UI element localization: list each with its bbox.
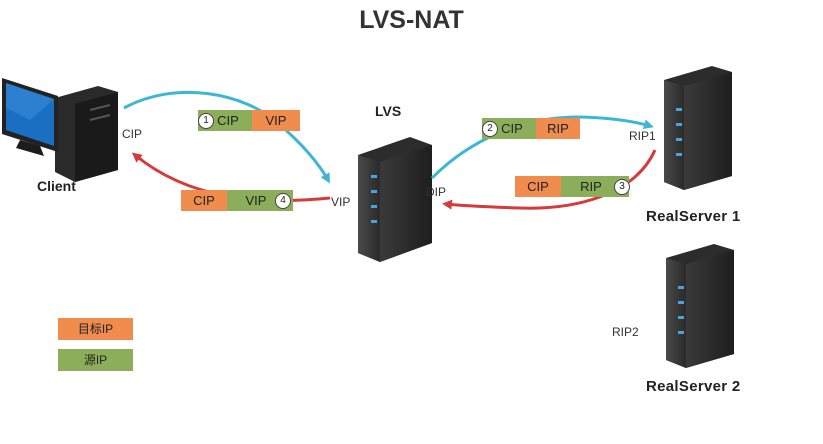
packet-destination-ip: VIP bbox=[252, 110, 300, 131]
packet-step-4: CIP VIP 4 bbox=[181, 190, 293, 211]
packet-step-1: 1 CIP VIP bbox=[198, 110, 300, 131]
cip-label: CIP bbox=[122, 127, 143, 141]
packet-source-ip: RIP bbox=[561, 176, 629, 197]
realserver-2-label: RealServer 2 bbox=[646, 378, 741, 395]
request-arrow-client-to-lvs bbox=[123, 90, 330, 184]
rip2-label: RIP2 bbox=[612, 325, 639, 339]
step-number-badge: 1 bbox=[198, 113, 214, 129]
client-computer-icon bbox=[2, 78, 118, 182]
diagram-title: LVS-NAT bbox=[359, 6, 464, 34]
packet-step-2: 2 CIP RIP bbox=[482, 118, 580, 139]
realserver-2-icon bbox=[666, 244, 734, 368]
step-number-badge: 2 bbox=[482, 121, 498, 137]
rip1-label: RIP1 bbox=[629, 129, 656, 143]
step-number-badge: 4 bbox=[275, 193, 291, 209]
packet-step-3: CIP RIP 3 bbox=[515, 176, 630, 197]
client-label: Client bbox=[37, 178, 76, 194]
lvs-label: LVS bbox=[375, 103, 402, 119]
request-arrow-lvs-to-realserver bbox=[430, 115, 654, 180]
dip-label: DIP bbox=[426, 185, 447, 199]
packet-destination-ip: CIP bbox=[515, 176, 561, 197]
step-number-badge: 3 bbox=[614, 179, 630, 195]
packet-destination-ip: RIP bbox=[536, 118, 580, 139]
packet-destination-ip: CIP bbox=[181, 190, 227, 211]
realserver-1-label: RealServer 1 bbox=[646, 208, 741, 225]
vip-label: VIP bbox=[331, 195, 351, 209]
legend-destination-ip: 目标IP bbox=[58, 318, 133, 340]
legend-source-ip: 源IP bbox=[58, 349, 133, 371]
lvs-server-icon bbox=[358, 137, 432, 262]
response-arrow-realserver-to-lvs bbox=[442, 149, 657, 210]
realserver-1-icon bbox=[664, 66, 732, 190]
